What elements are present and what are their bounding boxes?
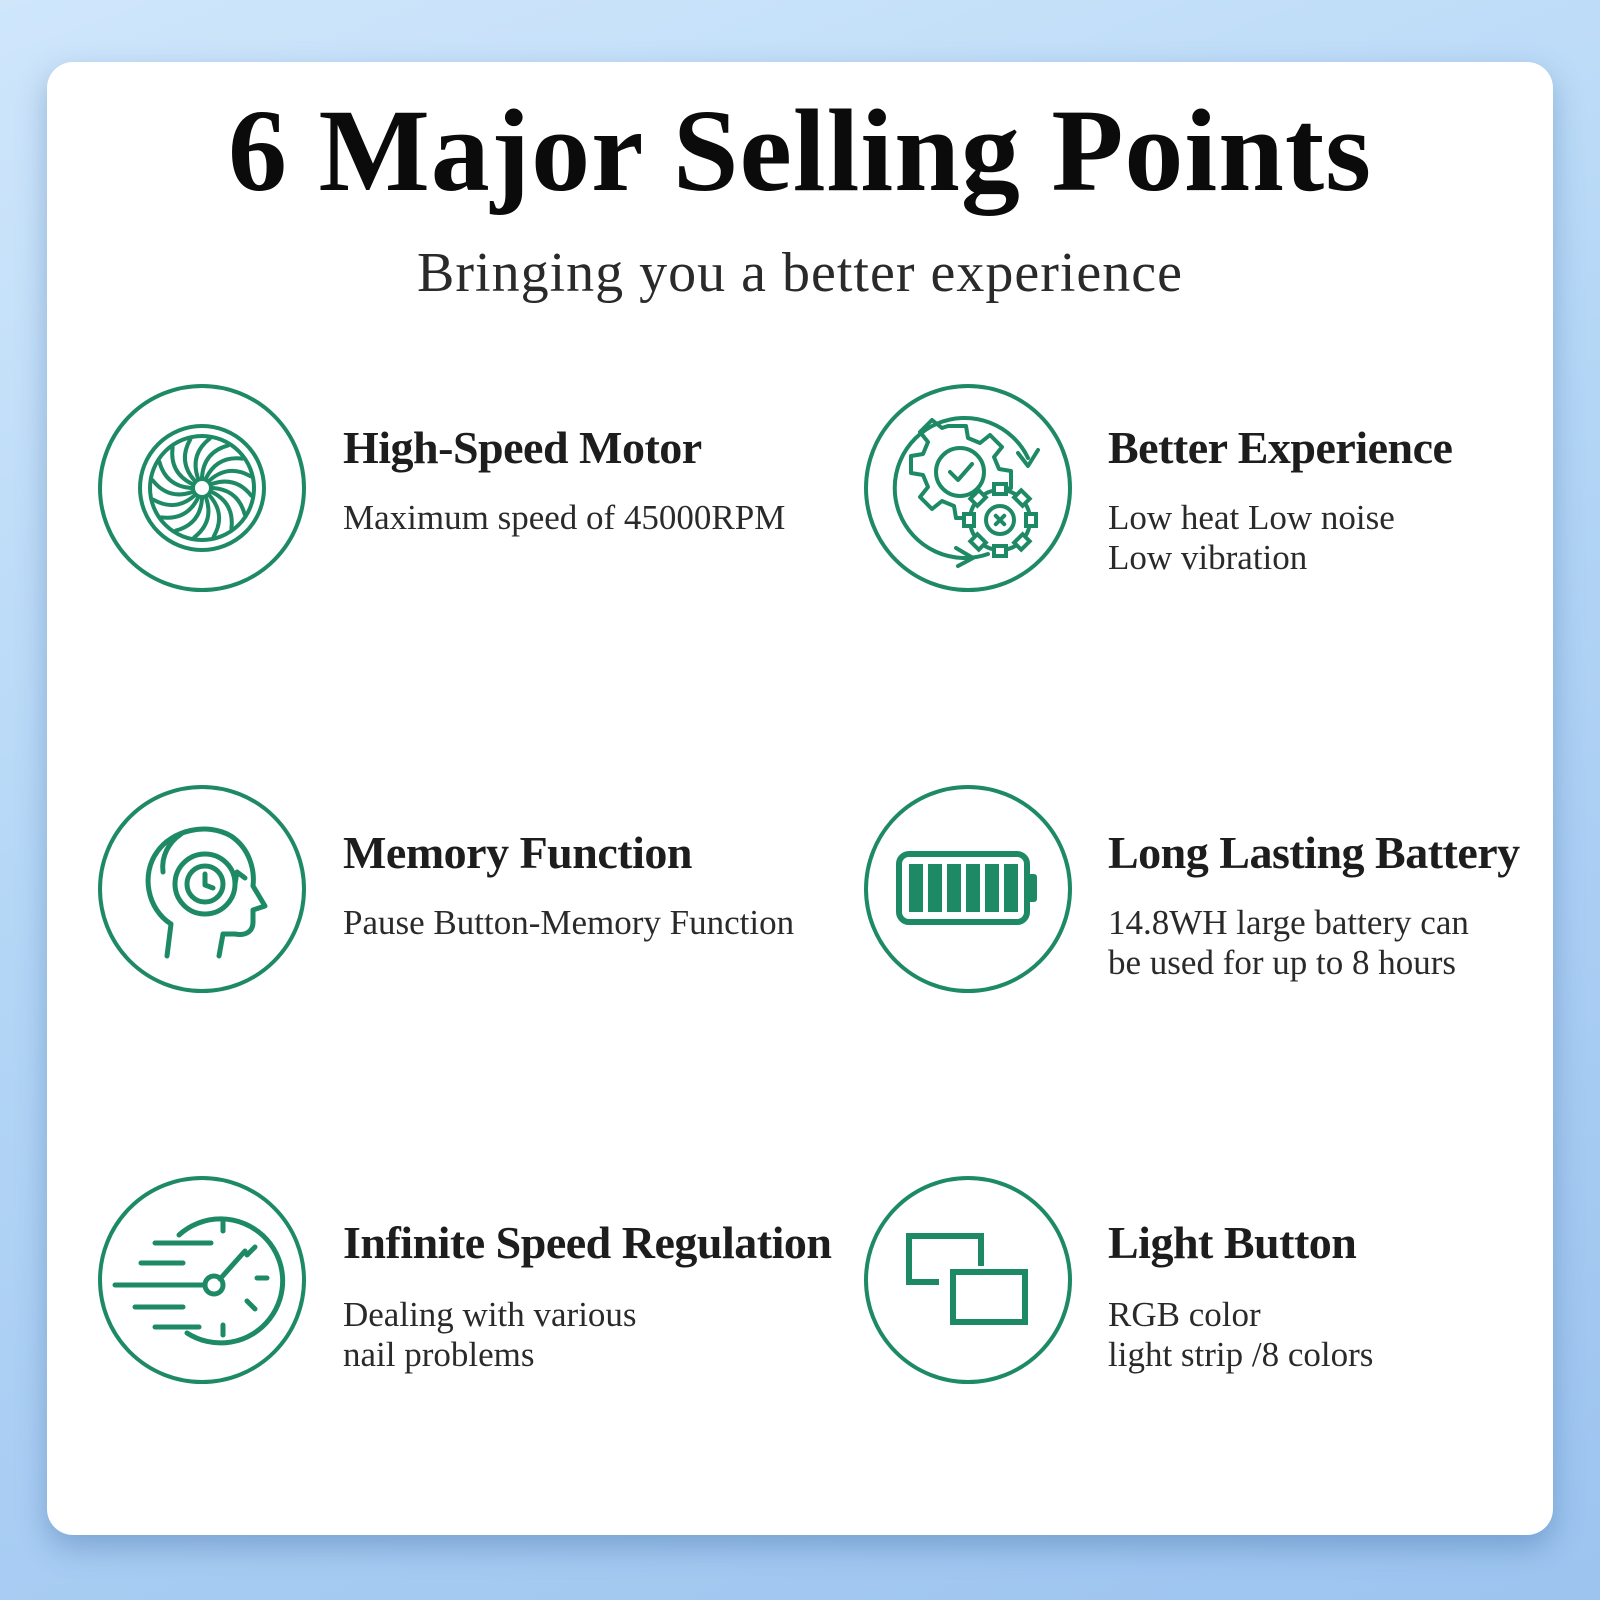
fan-motor-icon [98, 384, 306, 592]
feature-desc-light-button-line-2: light strip /8 colors [1108, 1335, 1374, 1374]
page-subtitle: Bringing you a better experience [417, 242, 1183, 304]
feature-title-infinite-speed-regulation: Infinite Speed Regulation [343, 1217, 832, 1268]
feature-title-high-speed-motor: High-Speed Motor [343, 422, 702, 473]
feature-desc-long-lasting-battery-line-2: be used for up to 8 hours [1108, 943, 1457, 982]
feature-title-memory-function: Memory Function [343, 827, 692, 878]
feature-desc-infinite-speed-regulation-line-2: nail problems [343, 1335, 535, 1374]
feature-desc-infinite-speed-regulation-line-1: Dealing with various [343, 1295, 637, 1334]
gears-icon [864, 384, 1072, 592]
battery-icon [864, 785, 1072, 993]
speedometer-icon [98, 1176, 306, 1384]
feature-title-better-experience: Better Experience [1108, 422, 1453, 473]
page-title: 6 Major Selling Points [227, 85, 1373, 216]
light-windows-icon [864, 1176, 1072, 1384]
feature-title-long-lasting-battery: Long Lasting Battery [1108, 827, 1520, 878]
feature-desc-high-speed-motor: Maximum speed of 45000RPM [343, 498, 786, 537]
feature-desc-better-experience-line-2: Low vibration [1108, 538, 1308, 577]
feature-desc-memory-function: Pause Button-Memory Function [343, 903, 795, 942]
feature-title-light-button: Light Button [1108, 1217, 1357, 1268]
feature-desc-long-lasting-battery-line-1: 14.8WH large battery can [1108, 903, 1469, 942]
head-clock-icon [98, 785, 306, 993]
feature-desc-better-experience-line-1: Low heat Low noise [1108, 498, 1395, 537]
feature-desc-light-button-line-1: RGB color [1108, 1295, 1261, 1334]
